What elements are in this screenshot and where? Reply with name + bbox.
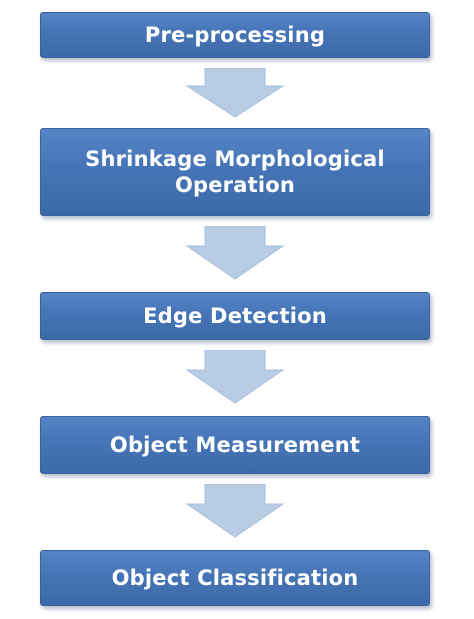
step-object-measurement: Object Measurement: [40, 416, 430, 474]
down-arrow-4: [185, 484, 285, 538]
down-arrow-3: [185, 350, 285, 404]
down-arrow-2: [185, 226, 285, 280]
step-edge-detection: Edge Detection: [40, 292, 430, 340]
step-object-classification: Object Classification: [40, 550, 430, 606]
step-shrinkage-morphological-operation: Shrinkage Morphological Operation: [40, 128, 430, 216]
step-pre-processing: Pre-processing: [40, 12, 430, 58]
down-arrow-1: [185, 68, 285, 118]
